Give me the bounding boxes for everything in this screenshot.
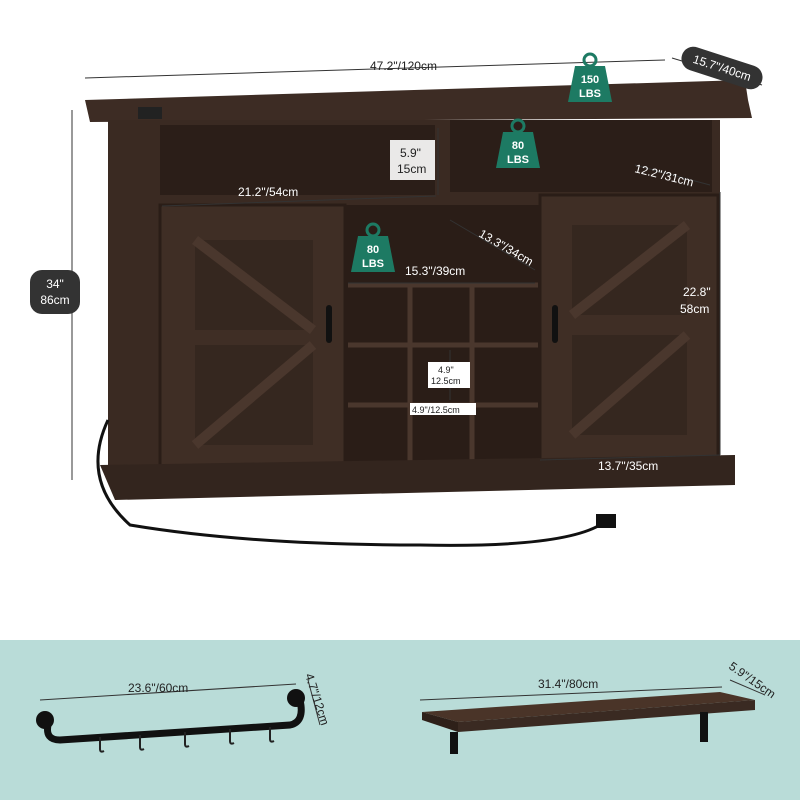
rack-width-label: 15.3"/39cm — [405, 264, 465, 278]
door-height-cm: 58cm — [680, 302, 709, 316]
rail-width-label: 23.6"/60cm — [128, 681, 188, 695]
svg-text:LBS: LBS — [579, 88, 601, 100]
cabinet — [85, 80, 752, 547]
svg-text:LBS: LBS — [507, 154, 529, 166]
accessories-panel: 23.6"/60cm 4.7"/12cm 31.4"/80cm 5.9"/15c… — [0, 640, 800, 800]
door-handle[interactable] — [552, 305, 558, 343]
height-pill: 34" 86cm — [30, 270, 80, 314]
right-door[interactable] — [538, 193, 720, 467]
cube-height-in: 4.9" — [438, 365, 454, 375]
shelf-width-label: 21.2"/54cm — [238, 185, 298, 199]
wall-shelf-width-label: 31.4"/80cm — [538, 677, 598, 691]
width-label: 47.2"/120cm — [370, 59, 437, 73]
height-in-label: 34" — [46, 277, 64, 291]
svg-text:80: 80 — [512, 140, 524, 152]
rack-load-badge: 80 LBS — [351, 222, 395, 272]
cube-width-label: 4.9"/12.5cm — [412, 405, 460, 415]
door-height-in: 22.8" — [683, 285, 711, 299]
top-load-badge: 150 LBS — [568, 52, 612, 102]
plug-icon — [596, 514, 616, 528]
left-door[interactable] — [158, 203, 347, 472]
cube-height-cm: 12.5cm — [431, 376, 461, 386]
door-handle[interactable] — [326, 305, 332, 343]
door-depth-label: 13.7"/35cm — [598, 459, 658, 473]
dimension-lines — [71, 57, 763, 480]
svg-text:150: 150 — [581, 74, 599, 86]
shelf-load-badge: 80 LBS — [496, 118, 540, 168]
shelf-height-in: 5.9" — [400, 146, 421, 160]
power-cord — [96, 419, 601, 547]
shelf-height-cm: 15cm — [397, 162, 426, 176]
svg-text:80: 80 — [367, 244, 379, 256]
height-cm-label: 86cm — [40, 293, 69, 307]
power-outlet — [138, 107, 162, 119]
svg-text:LBS: LBS — [362, 258, 384, 270]
